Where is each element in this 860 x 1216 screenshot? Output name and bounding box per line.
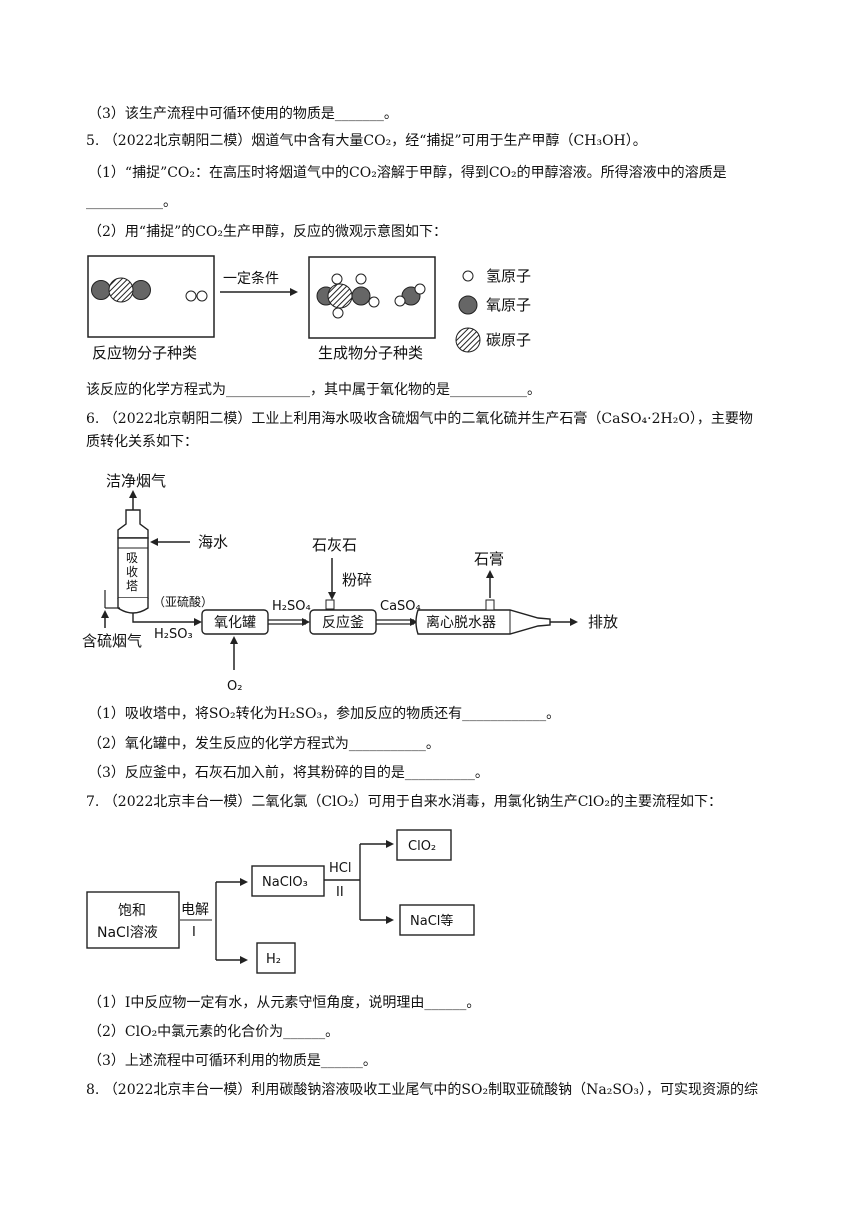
question-6-a: 6. （2022北京朝阳二模）工业上利用海水吸收含硫烟气中的二氧化硫并生产石膏（… — [86, 411, 753, 427]
hydrogen-atom — [368, 296, 380, 308]
oxidation-tank — [201, 609, 269, 635]
question-5: 5. （2022北京朝阳二模）烟道气中含有大量CO₂，经“捕捉”可用于生产甲醇（… — [86, 133, 647, 149]
caso4-label: CaSO₄ — [380, 599, 421, 614]
oxygen-atom — [91, 280, 111, 300]
centrifuge-label: 离心脱水器 — [426, 614, 496, 631]
q5-part1-a: （1）“捕捉”CO₂：在高压时将烟道气中的CO₂溶解于甲醇，得到CO₂的甲醇溶液… — [88, 165, 727, 181]
tower-char-2: 收 — [126, 565, 138, 579]
oxygen-legend-icon — [458, 295, 478, 315]
condition-label: 一定条件 — [223, 270, 279, 287]
gypsum-process-diagram: 洁净烟气 吸 收 塔 海水 含硫烟气 （亚硫酸） H₂SO₃ 氧化罐 O₂ H₂… — [82, 472, 618, 694]
q5-part1-b: ___________。 — [86, 194, 177, 210]
hydrogen-atom — [394, 295, 406, 307]
carbon-atom — [327, 283, 353, 309]
step-1-label: I — [192, 925, 196, 940]
oxidation-tank-label: 氧化罐 — [214, 615, 256, 631]
reactant-caption: 反应物分子种类 — [92, 344, 197, 362]
clo2-box — [396, 829, 452, 861]
carbon-atom — [108, 277, 134, 303]
question-8: 8. （2022北京丰台一模）利用碳酸钠溶液吸收工业尾气中的SO₂制取亚硫酸钠（… — [86, 1082, 759, 1098]
h2so4-label: H₂SO₄ — [272, 599, 311, 614]
h2-box — [256, 942, 296, 974]
q7-part1: （1）Ⅰ中反应物一定有水，从元素守恒角度，说明理由______。 — [88, 995, 481, 1011]
feed-label-1: 饱和 — [118, 903, 146, 919]
hydrogen-atom — [332, 307, 344, 319]
hcl-label: HCl — [329, 861, 351, 876]
hydrogen-atom — [196, 290, 208, 302]
question-7: 7. （2022北京丰台一模）二氧化氯（ClO₂）可用于自来水消毒，用氯化钠生产… — [86, 794, 722, 810]
hydrogen-atom — [355, 273, 367, 285]
product-caption: 生成物分子种类 — [318, 344, 423, 362]
feed-box — [86, 891, 180, 949]
limestone-label: 石灰石 — [312, 536, 357, 554]
clo2-label: ClO₂ — [408, 839, 436, 854]
tower-char-1: 吸 — [126, 551, 138, 565]
nacl-etc-box — [399, 904, 475, 936]
electrolysis-label: 电解 — [181, 902, 209, 918]
hydrogen-atom — [414, 283, 426, 295]
hydrogen-legend-icon — [462, 270, 474, 282]
q4-part3: （3）该生产流程中可循环使用的物质是_______。 — [88, 106, 398, 122]
hydrogen-atom — [331, 273, 343, 285]
product-box — [308, 256, 436, 339]
crush-label: 粉碎 — [342, 571, 372, 589]
reactant-box — [87, 255, 215, 338]
h2so3-label: H₂SO₃ — [154, 627, 193, 642]
discharge-label: 排放 — [588, 613, 618, 631]
sulfurous-acid-note: （亚硫酸） — [153, 594, 213, 609]
reactor-label: 反应釜 — [322, 614, 364, 631]
q5-part2: （2）用“捕捉”的CO₂生产甲醇，反应的微观示意图如下： — [88, 224, 448, 240]
gypsum-label: 石膏 — [474, 550, 504, 568]
q5-equation-question: 该反应的化学方程式为____________，其中属于氧化物的是________… — [86, 382, 541, 398]
naclo3-box — [251, 865, 325, 897]
nacl-etc-label: NaCl等 — [410, 913, 453, 929]
feed-label-2: NaCl溶液 — [97, 925, 158, 941]
seawater-label: 海水 — [198, 533, 228, 551]
tower-char-3: 塔 — [126, 579, 138, 593]
oxygen-atom — [351, 286, 371, 306]
reactor — [309, 609, 377, 635]
clo2-process-diagram: 饱和 NaCl溶液 电解 I NaClO₃ H₂ HCl II ClO₂ NaC… — [86, 829, 475, 974]
legend-hydrogen: 氢原子 — [486, 267, 531, 285]
q7-part2: （2）ClO₂中氯元素的化合价为______。 — [88, 1024, 340, 1040]
q6-part2: （2）氧化罐中，发生反应的化学方程式为___________。 — [88, 736, 440, 752]
step-2-label: II — [336, 885, 344, 900]
o2-label: O₂ — [227, 679, 242, 694]
centrifuge — [415, 609, 551, 635]
sulfur-gas-label: 含硫烟气 — [82, 632, 142, 650]
molecule-diagram: 一定条件 反应物分子种类 生成物分子种类 氢原子 氧原子 碳原子 — [87, 255, 531, 362]
legend-carbon: 碳原子 — [486, 331, 531, 349]
oxygen-atom — [131, 280, 151, 300]
h2-label: H₂ — [266, 952, 281, 967]
carbon-legend-icon — [455, 327, 481, 353]
hydrogen-atom — [185, 290, 197, 302]
q7-part3: （3）上述流程中可循环利用的物质是______。 — [88, 1053, 377, 1069]
naclo3-label: NaClO₃ — [262, 875, 308, 890]
q6-part1: （1）吸收塔中，将SO₂转化为H₂SO₃，参加反应的物质还有__________… — [88, 706, 561, 722]
q6-part3: （3）反应釜中，石灰石加入前，将其粉碎的目的是__________。 — [88, 765, 489, 781]
question-6-b: 质转化关系如下： — [86, 434, 198, 450]
clean-gas-label: 洁净烟气 — [106, 472, 166, 490]
legend-oxygen: 氧原子 — [486, 296, 531, 314]
